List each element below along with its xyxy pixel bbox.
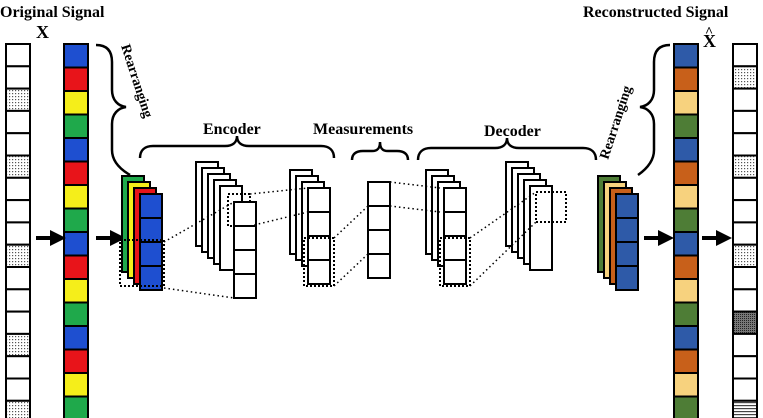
reconstructed-signal-cell [732,243,758,268]
reconstructed-colored-cell [673,207,699,233]
reconstructed-colored-cell [673,231,699,257]
reconstructed-colored-cell [673,184,699,210]
reconstructed-signal-cell [732,87,758,112]
reconstructed-signal-cell [732,176,758,202]
encoder-label: Encoder [203,121,261,138]
rearranging-left-brace [95,43,131,177]
reconstructed-output-stack [597,175,639,291]
encoder-layer-3 [289,169,335,287]
reconstructed-signal-cell [732,199,758,224]
colored-signal-cell [63,372,89,398]
colored-signal-cell [63,395,89,418]
reconstructed-colored-cell [673,348,699,374]
rearranging-right-brace [637,43,671,177]
signal-cell [5,310,31,335]
colored-signal-cell [63,301,89,327]
signal-cell [5,109,31,135]
signal-cell [5,176,31,202]
colored-signal-cell [63,184,89,210]
reconstructed-signal-hat: ^ [705,25,713,40]
colored-signal-cell [63,254,89,280]
reconstructed-signal-cell [732,332,758,358]
reconstructed-signal-cell [732,43,758,68]
reconstructed-signal-cell [732,266,758,291]
signal-cell [5,377,31,402]
signal-cell [5,65,31,90]
reconstructed-signal-cell [732,109,758,135]
reconstructed-colored-cell [673,160,699,186]
reconstructed-colored-cell [673,301,699,327]
reconstructed-colored-cell [673,395,699,418]
rearranged-colored-signal-column [63,43,89,418]
signal-cell [5,288,31,313]
colored-signal-cell [63,137,89,163]
connection-lines [163,181,537,299]
signal-cell [5,399,31,418]
colored-signal-cell [63,113,89,139]
reconstructed-colored-cell [673,278,699,304]
signal-cell [5,154,31,179]
reconstructed-colored-signal-column [673,43,699,418]
signal-cell [5,132,31,157]
reconstructed-colored-cell [673,372,699,398]
reconstructed-colored-cell [673,254,699,280]
reconstructed-colored-cell [673,325,699,351]
colored-signal-cell [63,348,89,374]
colored-signal-cell [63,325,89,351]
signal-cell [5,43,31,68]
colored-signal-cell [63,90,89,116]
reconstructed-colored-cell [673,43,699,69]
encoder-layer-1 [195,161,251,271]
reconstructed-signal-cell [732,132,758,157]
measurements-brace [350,141,410,161]
measurements-label: Measurements [313,121,413,138]
encoder-layer-2 [233,201,257,299]
rearranging-right-label: Rearranging [598,84,636,161]
original-signal-label: Original Signal [0,4,105,21]
signal-cell [5,266,31,291]
reconstructed-signal-cell [732,310,758,335]
reconstructed-colored-cell [673,66,699,92]
reconstructed-signal-cell [732,399,758,418]
original-signal-symbol: X [36,22,49,42]
colored-signal-cell [63,278,89,304]
reconstructed-colored-cell [673,113,699,139]
reconstructed-signal-cell [732,288,758,313]
reconstructed-signal-symbol: X [703,31,716,51]
colored-signal-cell [63,160,89,186]
signal-cell [5,199,31,224]
original-signal-column [5,43,31,418]
reconstructed-colored-cell [673,137,699,163]
signal-cell [5,243,31,268]
colored-signal-cell [63,207,89,233]
signal-cell [5,221,31,246]
colored-signal-cell [63,43,89,69]
reconstructed-signal-cell [732,221,758,246]
reconstructed-signal-cell [732,377,758,402]
signal-cell [5,355,31,380]
encoder-brace [138,135,336,159]
reconstructed-colored-cell [673,90,699,116]
reconstructed-signal-column [732,43,758,418]
colored-signal-cell [63,231,89,257]
signal-cell [5,332,31,358]
signal-cell [5,87,31,112]
decoder-layer-2 [505,161,567,271]
reconstructed-signal-cell [732,355,758,380]
decoder-layer-1 [425,169,471,287]
decoder-label: Decoder [484,123,541,140]
reconstructed-signal-cell [732,154,758,179]
reconstructed-signal-cell [732,65,758,90]
reconstructed-signal-label: Reconstructed Signal [583,4,729,21]
decoder-brace [416,137,598,161]
rearranged-input-stack [119,175,165,291]
colored-signal-cell [63,66,89,92]
measurement-vector [367,181,391,279]
